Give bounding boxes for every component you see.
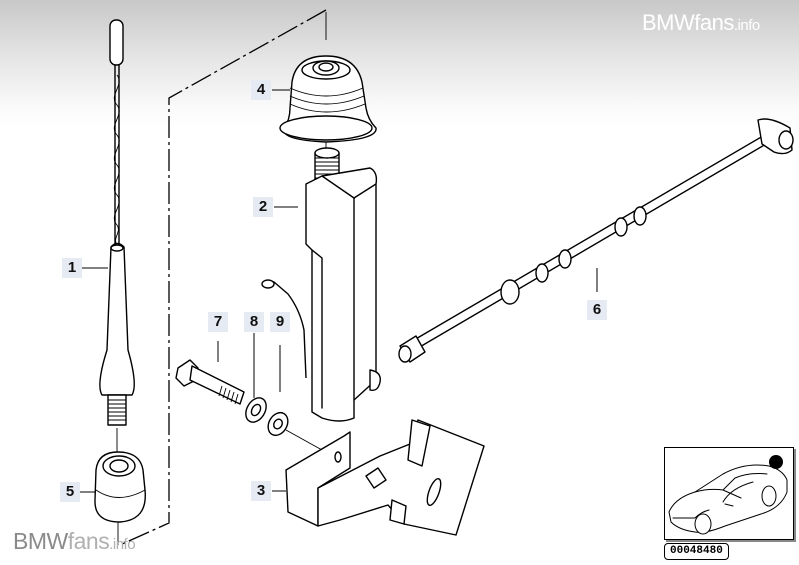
- watermark-bottom-suffix: .info: [109, 536, 136, 553]
- grommet: [94, 451, 146, 523]
- watermark-bottom-brand-dark: BMW: [13, 528, 68, 554]
- callout-5[interactable]: 5: [60, 482, 80, 502]
- leader-lines: [80, 89, 598, 493]
- rubber-boot: [279, 55, 377, 143]
- rod-antenna: [99, 19, 135, 426]
- washer-axis-line: [285, 429, 323, 451]
- callout-4[interactable]: 4: [251, 80, 271, 100]
- flat-washer: [267, 411, 289, 437]
- callout-2[interactable]: 2: [253, 197, 273, 217]
- hex-bolt: [175, 359, 245, 405]
- callout-9[interactable]: 9: [270, 312, 290, 332]
- watermark-bottom: BMWfans.info: [13, 528, 136, 555]
- watermark-top-brand: BMWfans: [642, 10, 734, 35]
- watermark-top-suffix: .info: [733, 17, 760, 34]
- watermark-bottom-brand-light: fans: [67, 528, 110, 554]
- callout-8[interactable]: 8: [244, 312, 264, 332]
- lock-washer: [245, 397, 267, 423]
- mounting-bracket: [285, 419, 485, 536]
- watermark-top: BMWfans.info: [642, 10, 760, 36]
- callout-3[interactable]: 3: [251, 481, 271, 501]
- part-number-label: 00048480: [664, 543, 729, 560]
- callout-6[interactable]: 6: [587, 300, 607, 320]
- car-location-thumbnail: [664, 447, 794, 540]
- car-outline-icon: [668, 455, 788, 535]
- callout-7[interactable]: 7: [208, 312, 228, 332]
- assembly-guide-line: [119, 9, 327, 546]
- callout-1[interactable]: 1: [62, 258, 82, 278]
- antenna-cable: [398, 118, 794, 363]
- location-marker-icon: [769, 455, 783, 469]
